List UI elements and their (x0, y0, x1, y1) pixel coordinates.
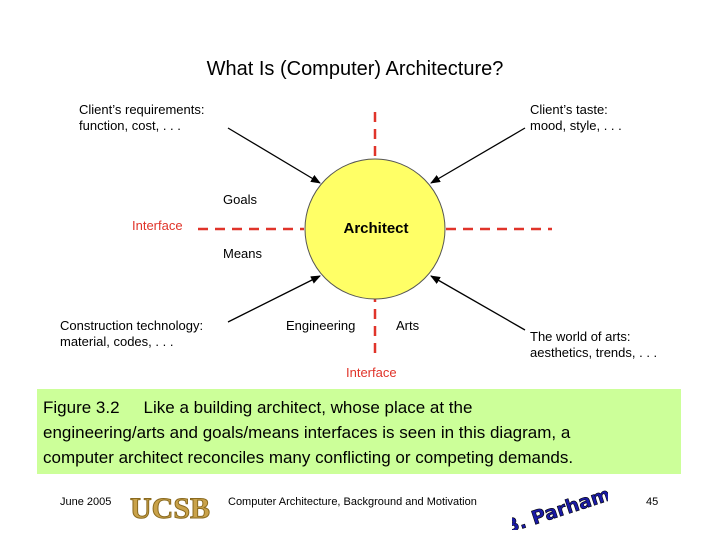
interface-label-left: Interface (132, 218, 183, 233)
slide-title: What Is (Computer) Architecture? (206, 58, 504, 80)
means-label: Means (223, 246, 263, 261)
goals-label: Goals (223, 192, 257, 207)
technology-title: Construction technology: (60, 318, 204, 333)
arts-label: Arts (396, 318, 420, 333)
footer-course: Computer Architecture, Background and Mo… (228, 496, 477, 508)
caption-line-3: computer architect reconciles many confl… (43, 448, 574, 467)
caption-text-1: Like a building architect, whose place a… (143, 398, 473, 417)
signature-logo: B. Parhami (512, 486, 608, 530)
interface-label-bottom: Interface (346, 365, 397, 380)
architect-circle (304, 158, 446, 300)
arrow-taste (430, 127, 526, 184)
ucsb-logo-text: UCSB (130, 492, 210, 525)
arrow-technology (227, 275, 321, 323)
taste-detail: mood, style, . . . (530, 118, 622, 133)
caption-line-2: engineering/arts and goals/means interfa… (43, 423, 571, 442)
taste-title: Client’s taste: (530, 102, 608, 117)
arts-world-label: The world of arts: aesthetics, trends, .… (530, 329, 657, 361)
figure-caption: Figure 3.2 Like a building architect, who… (37, 389, 681, 474)
ucsb-logo: UCSB (124, 488, 216, 528)
technology-label: Construction technology: material, codes… (60, 318, 203, 350)
requirements-detail: function, cost, . . . (79, 118, 181, 133)
page-number: 45 (646, 496, 659, 508)
arrow-requirements (227, 127, 321, 184)
caption-line-1: Figure 3.2 Like a building architect, who… (43, 395, 675, 420)
taste-label: Client’s taste: mood, style, . . . (530, 102, 622, 134)
signature-text: B. Parhami (512, 486, 608, 530)
architect-label: Architect (343, 220, 409, 237)
arrow-arts-world (430, 275, 526, 331)
requirements-title: Client’s requirements: (79, 102, 205, 117)
engineering-label: Engineering (286, 318, 356, 333)
requirements-label: Client’s requirements: function, cost, .… (79, 102, 204, 134)
technology-detail: material, codes, . . . (60, 334, 174, 349)
arts-world-detail: aesthetics, trends, . . . (530, 345, 658, 360)
arts-world-title: The world of arts: (530, 329, 631, 344)
figure-number: Figure 3.2 (43, 398, 120, 417)
footer-date: June 2005 (60, 496, 112, 508)
